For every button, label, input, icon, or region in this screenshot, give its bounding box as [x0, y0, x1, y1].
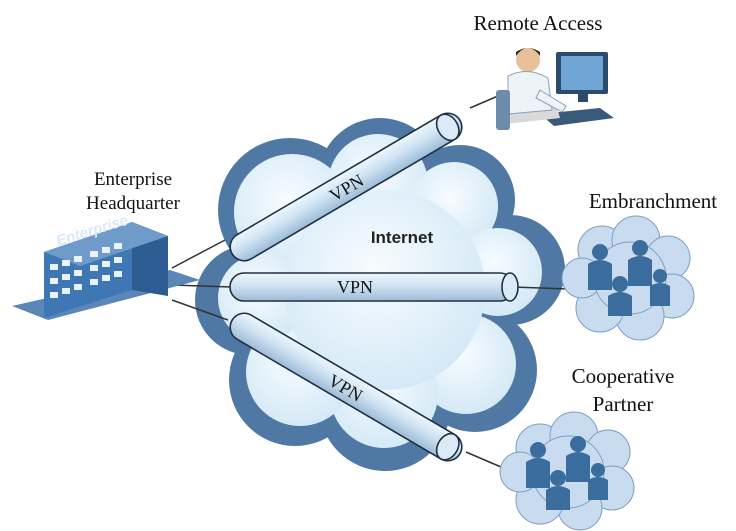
cooperative-label-line1: Cooperative: [571, 364, 675, 388]
embranchment-label: Embranchment: [588, 189, 718, 213]
computer-user-icon: [496, 48, 614, 130]
enterprise-label-line2: Headquarter: [86, 193, 180, 214]
internet-label: Internet: [371, 228, 434, 247]
vpn-tunnel-bottom: [229, 312, 463, 462]
vpn-label-middle: VPN: [337, 277, 373, 297]
cooperative-label-line2: Partner: [592, 392, 654, 416]
partner-group-icon: [499, 411, 635, 531]
office-building-icon: Enterprise: [12, 212, 200, 320]
remote-access-label: Remote Access: [473, 11, 603, 35]
enterprise-label-line1: Enterprise: [93, 169, 173, 190]
vpn-tunnel-middle: [229, 272, 519, 302]
branch-group-icon: [561, 215, 695, 341]
vpn-tunnel-top: [229, 112, 463, 262]
connection-lines: [171, 95, 571, 471]
